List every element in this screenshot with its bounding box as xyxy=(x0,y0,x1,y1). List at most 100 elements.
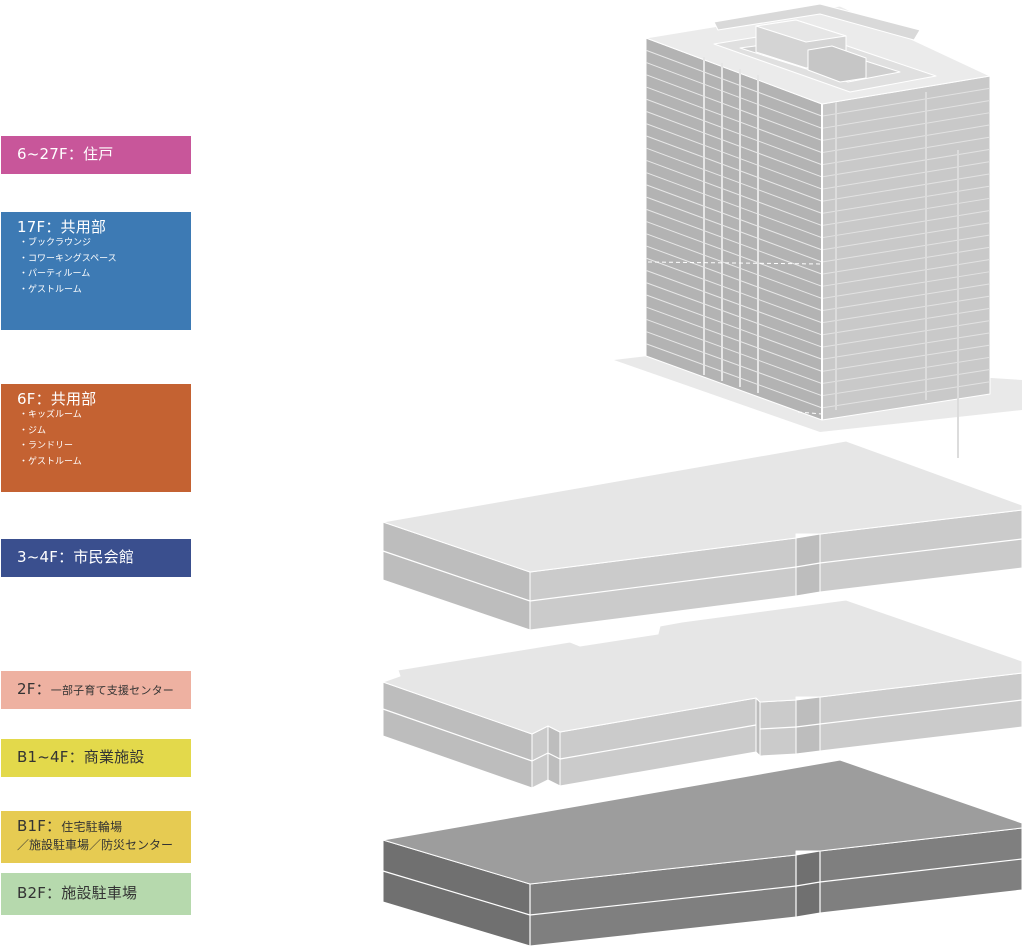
tower-floor-line xyxy=(821,87,991,117)
tower-floor-line xyxy=(645,159,823,227)
tower-floor-line xyxy=(821,369,991,397)
legend-title: B2F：施設駐車場 xyxy=(17,884,191,902)
floor-line xyxy=(559,724,757,760)
tower-floor-line xyxy=(821,136,991,166)
tower-floor-line xyxy=(821,99,991,129)
tower-floor-line xyxy=(645,220,823,287)
legend-title-text: 6~27F：住戸 xyxy=(17,145,114,163)
tower-floor-line xyxy=(821,283,991,312)
legend-childcare: 2F：一部子育て支援センター xyxy=(1,671,191,709)
tower-floor-line xyxy=(645,184,823,251)
tower-floor-line xyxy=(821,332,991,360)
floor-line xyxy=(382,708,533,762)
legend-title-text: 6F：共用部 xyxy=(17,390,97,408)
podium-slab-upper xyxy=(382,440,1023,631)
legend-title: B1~4F：商業施設 xyxy=(17,748,191,766)
tower-floor-line xyxy=(821,344,991,372)
legend-item: ゲストルーム xyxy=(17,455,191,471)
legend-subline: ／施設駐車場／防災センター xyxy=(17,838,174,852)
legend-title-text: B1~4F：商業施設 xyxy=(17,748,145,766)
legend-residential: 6~27F：住戸 xyxy=(1,136,191,174)
tower-floor-line xyxy=(645,110,823,178)
tower-floor-line xyxy=(821,112,991,141)
tower-floor-line xyxy=(821,161,991,190)
tower-floor-line xyxy=(821,356,991,385)
tower-floor-line xyxy=(821,173,991,202)
floor-line xyxy=(819,538,1023,564)
floor-line xyxy=(819,699,1023,725)
tower-floor-line xyxy=(645,147,823,214)
tower-floor-line xyxy=(821,320,991,348)
rooftop-unit xyxy=(807,45,867,83)
legend-item: キッズルーム xyxy=(17,408,191,424)
legend-common-17f: 17F：共用部ブックラウンジコワーキングスペースパーティルームゲストルーム xyxy=(1,212,191,330)
legend-b1-parking: B1F：住宅駐輪場 ／施設駐車場／防災センター xyxy=(1,811,191,863)
tower-floor-line xyxy=(821,185,991,214)
tower-floor-line xyxy=(645,61,823,129)
tower-floor-line xyxy=(645,257,823,324)
tower-floor-line xyxy=(645,74,823,141)
roof-parapet xyxy=(713,3,921,41)
floor-line xyxy=(547,752,561,760)
tower-floor-line xyxy=(821,258,991,287)
tower-floor-line xyxy=(645,135,823,202)
floor-line xyxy=(819,858,1023,883)
legend-commercial: B1~4F：商業施設 xyxy=(1,739,191,777)
tower-floor-line xyxy=(645,245,823,312)
slab-step-face xyxy=(755,697,761,757)
slab-top-face xyxy=(382,599,1023,735)
legend-item: コワーキングスペース xyxy=(17,252,191,268)
legend-civic-hall: 3~4F：市民会館 xyxy=(1,539,191,577)
legend-title: 6~27F：住戸 xyxy=(17,145,191,163)
tower-section-dash xyxy=(647,261,823,265)
tower-floor-line xyxy=(645,331,823,397)
tower-floor-line xyxy=(645,86,823,154)
basement-slab xyxy=(382,759,1023,947)
legend-title: B1F：住宅駐輪場 xyxy=(17,817,191,836)
residential-tower xyxy=(614,3,1022,458)
tower-floor-line xyxy=(821,307,991,336)
legend-item-list: キッズルームジムランドリーゲストルーム xyxy=(17,408,191,470)
floor-line xyxy=(795,562,821,568)
tower-floor-line xyxy=(821,381,991,409)
tower-floor-line xyxy=(821,197,991,227)
slab-top-face xyxy=(382,440,1023,573)
tower-floor-line xyxy=(645,343,823,409)
tower-floor-line xyxy=(645,172,823,239)
legend-title-text: 3~4F：市民会館 xyxy=(17,548,135,566)
tower-floor-line xyxy=(645,196,823,263)
legend-item: ブックラウンジ xyxy=(17,236,191,252)
tower-floor-line xyxy=(645,282,823,348)
tower-floor-line xyxy=(645,269,823,336)
tower-floor-line xyxy=(645,123,823,190)
floor-line xyxy=(382,870,531,916)
tower-floor-line xyxy=(821,271,991,299)
floor-line xyxy=(795,881,821,887)
legend-title-text: 17F：共用部 xyxy=(17,218,107,236)
tower-floor-line xyxy=(821,124,991,154)
tower-floor-line xyxy=(645,306,823,372)
tower-floor-line xyxy=(645,233,823,299)
legend-subtitle: 住宅駐輪場 xyxy=(61,820,123,834)
podium-slab-lower xyxy=(382,599,1023,789)
legend-title: 2F：一部子育て支援センター xyxy=(17,680,191,700)
tower-floor-line xyxy=(645,208,823,275)
legend-title: 3~4F：市民会館 xyxy=(17,548,191,566)
tower-floor-line xyxy=(645,49,823,117)
tower-floor-line xyxy=(821,148,991,178)
tower-floor-line xyxy=(821,222,991,251)
legend-subtitle: 一部子育て支援センター xyxy=(50,684,174,697)
legend-item: パーティルーム xyxy=(17,267,191,283)
legend-title: 6F：共用部 xyxy=(17,390,191,408)
floor-line xyxy=(529,885,797,916)
legend-item: ジム xyxy=(17,424,191,440)
legend-title-text: 2F： xyxy=(17,680,51,698)
legend-b2-parking: B2F：施設駐車場 xyxy=(1,873,191,915)
legend-title-text: B1F： xyxy=(17,817,62,835)
rooftop-machine-room-top xyxy=(755,19,847,43)
tower-floor-line xyxy=(821,295,991,324)
floor-line xyxy=(529,566,797,602)
tower-floor-line xyxy=(821,234,991,263)
floor-line xyxy=(759,726,797,730)
